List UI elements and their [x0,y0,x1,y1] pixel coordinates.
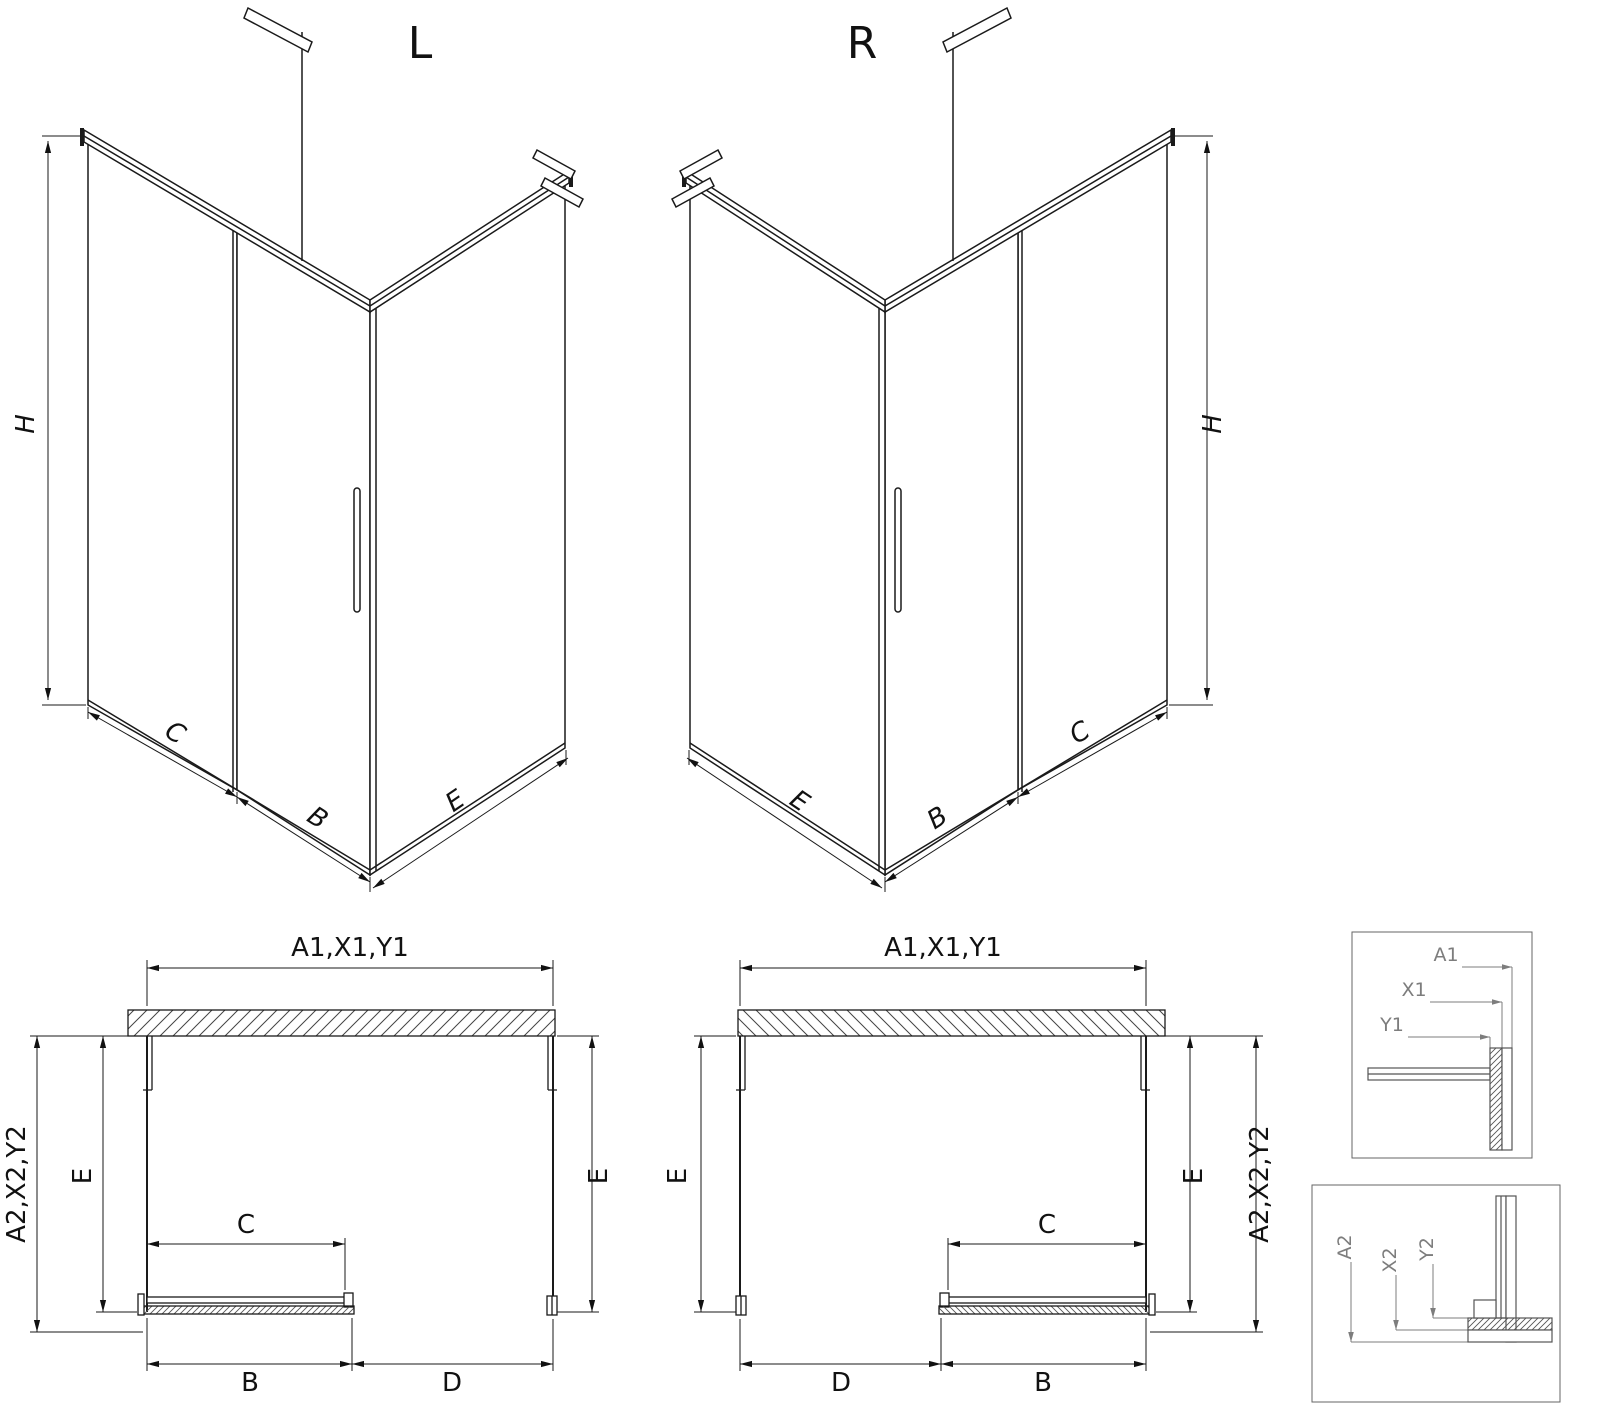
building-wall-hatched [127,1009,556,1037]
dimension-top-width [146,960,554,1006]
track-profile-hatched [1467,1317,1553,1331]
side-panel-fixed [87,140,238,792]
dimension-h [42,135,86,706]
plan-left-dim-side: A2,X2,Y2 [2,1125,32,1243]
detail-view-top [1351,931,1533,1159]
plan-right-dim-c: C [1038,1210,1056,1240]
dimension-e-right-plan [557,1035,599,1313]
detail-view-bottom [1311,1184,1561,1403]
sliding-door-panel [236,225,371,877]
roller-block [1473,1299,1497,1319]
iso-view-right-shapes [672,8,1213,892]
detail-top-label-a1: A1 [1433,944,1458,966]
plan-left-dim-b: B [241,1368,259,1398]
dimension-b [236,796,371,892]
dimension-c-plan [147,1238,346,1290]
plan-left-dim-c: C [237,1210,255,1240]
dimension-b-d [146,1318,554,1371]
plan-right-dim-side: A2,X2,Y2 [1245,1125,1275,1243]
plan-right-dim-b: B [1034,1368,1052,1398]
dimension-side-depth [30,1035,143,1333]
view-title-left: L [408,18,433,69]
plan-view-left-shapes [30,960,599,1371]
plan-left-dim-e-right: E [584,1168,614,1184]
dim-line [372,757,569,889]
top-rail-right-midline [369,176,570,307]
iso-view-left-shapes [42,6,584,892]
detail-box-border [1311,1184,1561,1403]
dim-label-h-right: H [1198,414,1228,434]
detail-bottom-label-a2: A2 [1334,1234,1356,1259]
plan-right-dim-e-left: E [663,1168,693,1184]
wall-profile [1501,1047,1513,1151]
plan-right-dim-d: D [831,1368,851,1398]
door-panel-plan [146,1296,351,1304]
wall-profile-right [547,1036,557,1091]
view-title-right: R [847,18,878,69]
dimension-e [372,750,569,889]
wall-bracket-plate-2 [540,176,584,209]
detail-top-dimensions [1408,964,1513,1066]
detail-top-label-y1: Y1 [1379,1014,1404,1036]
door-handle [353,487,361,613]
plan-right-dim-e-right: E [1179,1168,1209,1184]
plan-left-dim-e-left: E [68,1168,98,1184]
detail-top-label-x1: X1 [1401,979,1426,1001]
dimension-e-left-plan [96,1035,142,1313]
detail-bottom-label-x2: X2 [1379,1247,1401,1272]
door-track [142,1305,355,1315]
plan-left-dim-d: D [442,1368,462,1398]
track-profile-outer [1467,1329,1553,1343]
door-end-cap [343,1292,354,1308]
wall-bracket-plate-1 [532,148,576,181]
ceiling-bracket [243,6,313,54]
labels: L H C B E R H C B E A1,X1,Y1 E A2,X2,Y2 … [2,18,1459,1398]
top-rail-left-midline [83,135,371,307]
plan-view-right-shapes [694,960,1263,1371]
seal-profile-hatched [1489,1047,1503,1151]
detail-bottom-label-y2: Y2 [1416,1237,1438,1262]
corner-profile-front-left [137,1293,145,1316]
wall-profile-left [143,1036,153,1091]
dim-line [236,796,371,883]
plan-left-dim-top: A1,X1,Y1 [291,933,409,963]
dim-line [87,711,238,798]
dim-label-h-left: H [11,414,41,434]
plan-right-dim-top: A1,X1,Y1 [884,933,1002,963]
